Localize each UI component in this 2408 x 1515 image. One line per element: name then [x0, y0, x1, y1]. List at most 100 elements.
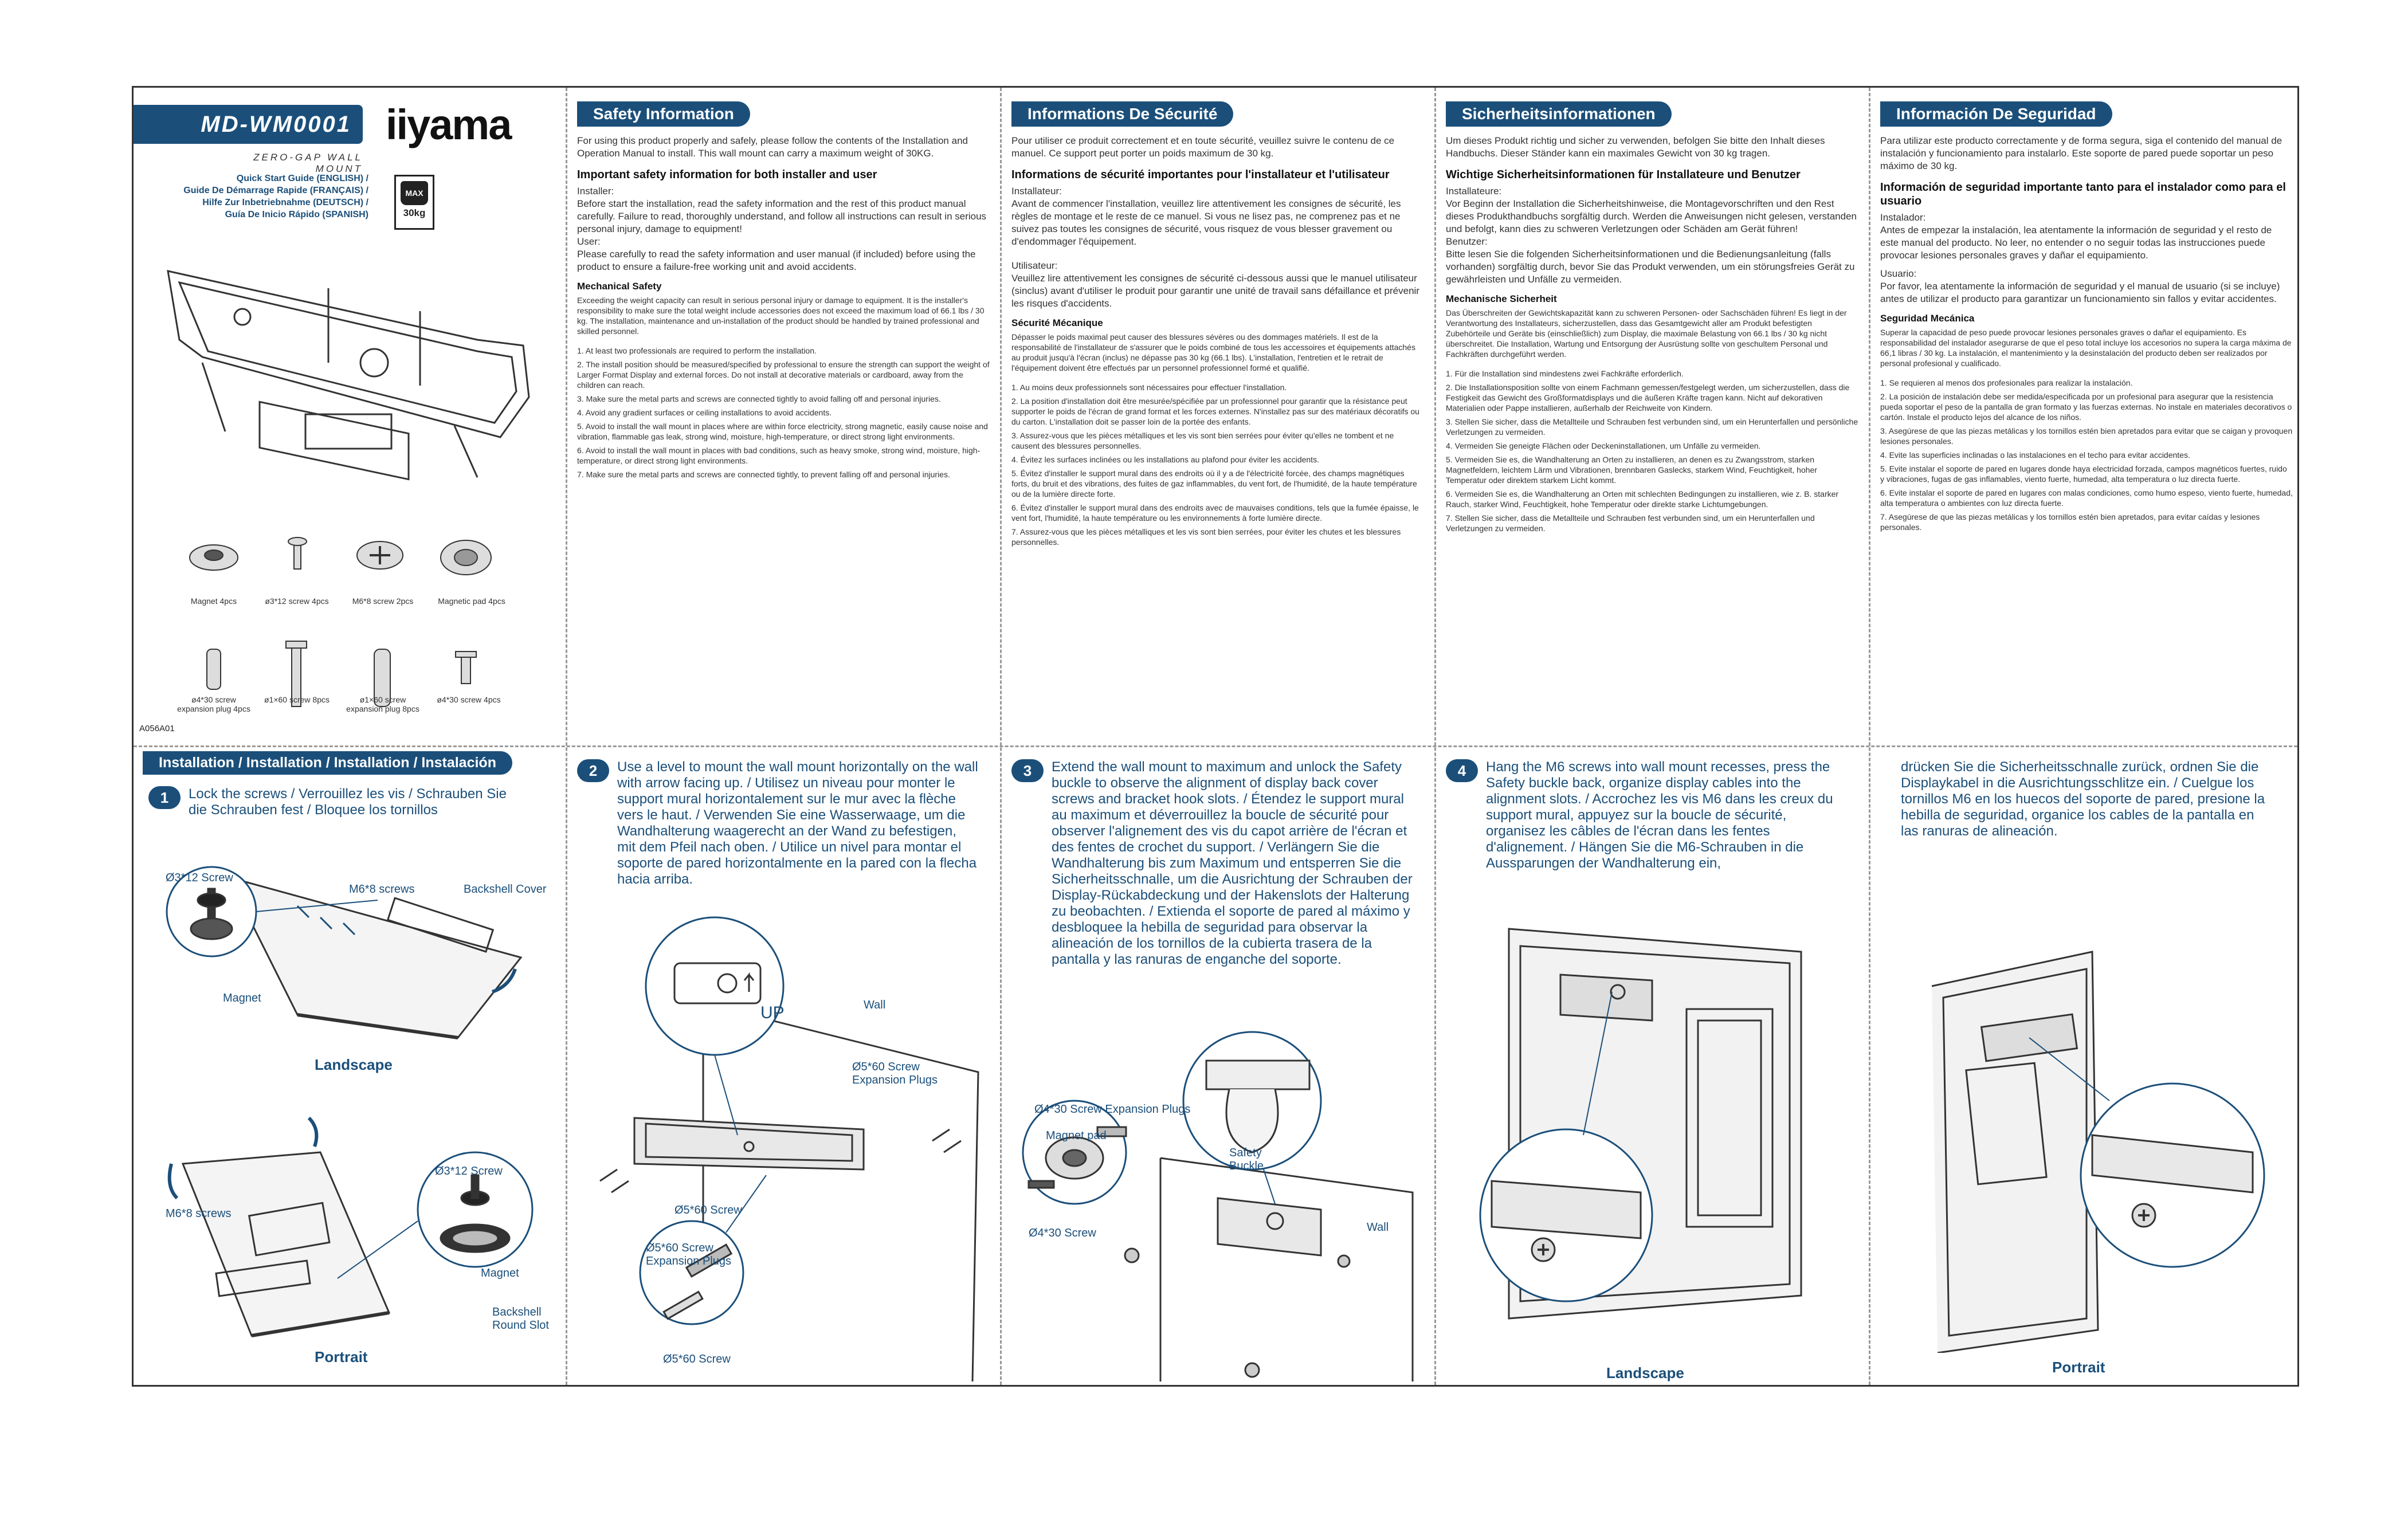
body-line: Installer:: [577, 186, 614, 197]
safety-item: 3. Stellen Sie sicher, dass die Metallte…: [1446, 417, 1858, 437]
safety-item: 3. Make sure the metal parts and screws …: [577, 394, 941, 403]
safety-item: 5. Vermeiden Sie es, die Wandhalterung a…: [1446, 455, 1817, 485]
label-screw: Ø5*60 Screw: [663, 1353, 731, 1365]
body-line: Veuillez lire attentivement les consigne…: [1011, 273, 1419, 309]
install-step-4-cont: drücken Sie die Sicherheitsschnalle zurü…: [1880, 751, 2293, 1386]
mech-title: Mechanische Sicherheit: [1446, 293, 1557, 304]
label-plugs: Ø4*30 Screw Expansion Plugs: [1034, 1103, 1191, 1116]
up-label: UP: [760, 1003, 785, 1022]
long-plug-icon: [374, 649, 391, 707]
mech-body: Dépasser le poids maximal peut causer de…: [1011, 332, 1415, 372]
short-screw-icon: [461, 654, 471, 684]
body-line: Vor Beginn der Installation die Sicherhe…: [1446, 198, 1857, 234]
safety-item: 7. Make sure the metal parts and screws …: [577, 470, 950, 479]
label-round-slot: Backshell Round Slot: [492, 1306, 549, 1332]
body-line: Instalador:: [1880, 212, 1926, 223]
install-step-2: 2 Use a level to mount the wall mount hor…: [577, 751, 990, 1386]
part-label: ø3*12 screw 4pcs: [265, 596, 329, 606]
caption-portrait: Portrait: [315, 1348, 368, 1365]
safety-en: Safety Information For using this produc…: [577, 101, 990, 743]
safety-item: 2. La position d'installation doit être …: [1011, 397, 1419, 426]
part-label: ø1×60 screw 8pcs: [264, 695, 330, 704]
label-m6-screws: M6*8 screws: [349, 883, 415, 896]
step4-portrait-diagram: [1931, 951, 2265, 1353]
safety-item: 4. Evite las superficies inclinadas o la…: [1880, 450, 2190, 460]
step-number: 1: [148, 786, 181, 809]
heading: Informations de sécurité importantes pou…: [1011, 168, 1390, 181]
document-code: A056A01: [139, 724, 175, 733]
safety-item: 1. Für die Installation sind mindestens …: [1446, 369, 1684, 378]
safety-item: 4. Vermeiden Sie geneigte Flächen oder D…: [1446, 441, 1761, 450]
label-screw: Ø3*12 Screw: [435, 1165, 503, 1178]
safety-fr: Informations De Sécurité Pour utiliser c…: [1011, 101, 1424, 743]
body-line: Before start the installation, read the …: [577, 198, 987, 234]
label-magnet: Magnet: [481, 1267, 519, 1279]
step2-diagram: [599, 916, 979, 1381]
guide-fr: Guide De Démarrage Rapide (FRANÇAIS) /: [183, 186, 368, 195]
quick-start-sheet: MD-WM0001 iiyama ZERO-GAP WALL MOUNT Qui…: [132, 86, 2299, 1387]
install-title: Installation / Installation / Installati…: [143, 751, 512, 775]
label-plugs: Ø5*60 Screw Expansion Plugs: [646, 1242, 731, 1267]
caption-landscape: Landscape: [1606, 1364, 1684, 1381]
safety-item: 3. Assurez-vous que les pièces métalliqu…: [1011, 431, 1394, 450]
safety-item: 7. Stellen Sie sicher, dass die Metallte…: [1446, 513, 1815, 533]
part-label: ø1×60 screw expansion plug 8pcs: [346, 695, 419, 713]
safety-item: 1. At least two professionals are requir…: [577, 346, 817, 355]
safety-item: 6. Avoid to install the wall mount in pl…: [577, 446, 981, 465]
intro: Pour utiliser ce produit correctement et…: [1011, 135, 1395, 159]
model-name: MD-WM0001: [201, 112, 351, 137]
label-backshell: Backshell Cover: [464, 883, 547, 896]
step3-diagram: [1022, 1031, 1414, 1381]
body-line: User:: [577, 236, 601, 247]
label-safety-buckle: Safety Buckle: [1229, 1147, 1264, 1172]
part-label: Magnet 4pcs: [190, 596, 237, 606]
safety-item: 3. Asegúrese de que las piezas metálicas…: [1880, 426, 2293, 446]
section-title: Sicherheitsinformationen: [1446, 101, 1672, 127]
brand-logo: iiyama: [386, 101, 512, 148]
safety-item: 2. The install position should be measur…: [577, 360, 990, 390]
section-title: Información De Seguridad: [1880, 101, 2112, 127]
safety-item: 7. Asegúrese de que las piezas metálicas…: [1880, 512, 2260, 532]
part-label: ø4*30 screw expansion plug 4pcs: [177, 695, 250, 713]
mech-body: Das Überschreiten der Gewichtskapazität …: [1446, 308, 1847, 359]
body-line: Antes de empezar la instalación, lea ate…: [1880, 225, 2272, 261]
safety-item: 5. Evite instalar el soporte de pared en…: [1880, 464, 2287, 484]
part-label: ø4*30 screw 4pcs: [437, 695, 501, 704]
body-line: Bitte lesen Sie die folgenden Sicherheit…: [1446, 249, 1855, 285]
step-text: Lock the screws / Verrouillez les vis / …: [189, 786, 507, 818]
label-m6-screws: M6*8 screws: [166, 1207, 232, 1220]
intro: Um dieses Produkt richtig und sicher zu …: [1446, 135, 1825, 159]
guide-es: Guía De Inicio Rápido (SPANISH): [225, 210, 368, 219]
safety-item: 2. Die Installationsposition sollte von …: [1446, 383, 1850, 413]
step-text: Use a level to mount the wall mount hori…: [617, 759, 978, 887]
step-number: 4: [1446, 759, 1478, 782]
safety-item: 6. Vermeiden Sie es, die Wandhalterung a…: [1446, 489, 1839, 509]
label-magnet: Magnet: [223, 992, 261, 1004]
guide-de: Hilfe Zur Inbetriebnahme (DEUTSCH) /: [202, 198, 368, 207]
fold-line-3: [1434, 88, 1436, 1385]
safety-item: 5. Avoid to install the wall mount in pl…: [577, 422, 988, 441]
cover-panel: MD-WM0001 iiyama ZERO-GAP WALL MOUNT Qui…: [134, 88, 566, 745]
label-magnet-pad: Magnet pad: [1046, 1129, 1107, 1142]
label-screw: Ø5*60 Screw: [674, 1204, 742, 1216]
fold-line-horizontal: [134, 745, 2297, 747]
safety-de: Sicherheitsinformationen Um dieses Produ…: [1446, 101, 1858, 743]
label-screw: Ø3*12 Screw: [166, 872, 233, 884]
step-number: 3: [1011, 759, 1044, 782]
safety-item: 6. Evite instalar el soporte de pared en…: [1880, 488, 2293, 508]
mech-title: Seguridad Mecánica: [1880, 313, 1975, 324]
step-number: 2: [577, 759, 609, 782]
mech-body: Exceeding the weight capacity can result…: [577, 296, 985, 336]
safety-es: Información De Seguridad Para utilizar e…: [1880, 101, 2293, 743]
label-screw: Ø4*30 Screw: [1029, 1227, 1096, 1239]
safety-item: 1. Se requieren al menos dos profesional…: [1880, 378, 2133, 387]
body-line: Por favor, lea atentamente la informació…: [1880, 281, 2280, 304]
caption-portrait: Portrait: [2052, 1359, 2105, 1376]
max-weight-badge: MAX 30kg: [394, 175, 434, 230]
expansion-plug-icon: [206, 649, 221, 690]
body-line: Installateure:: [1446, 186, 1502, 197]
label-wall: Wall: [1367, 1221, 1389, 1234]
heading: Important safety information for both in…: [577, 168, 877, 181]
install-step-1: Installation / Installation / Installati…: [143, 751, 561, 1386]
